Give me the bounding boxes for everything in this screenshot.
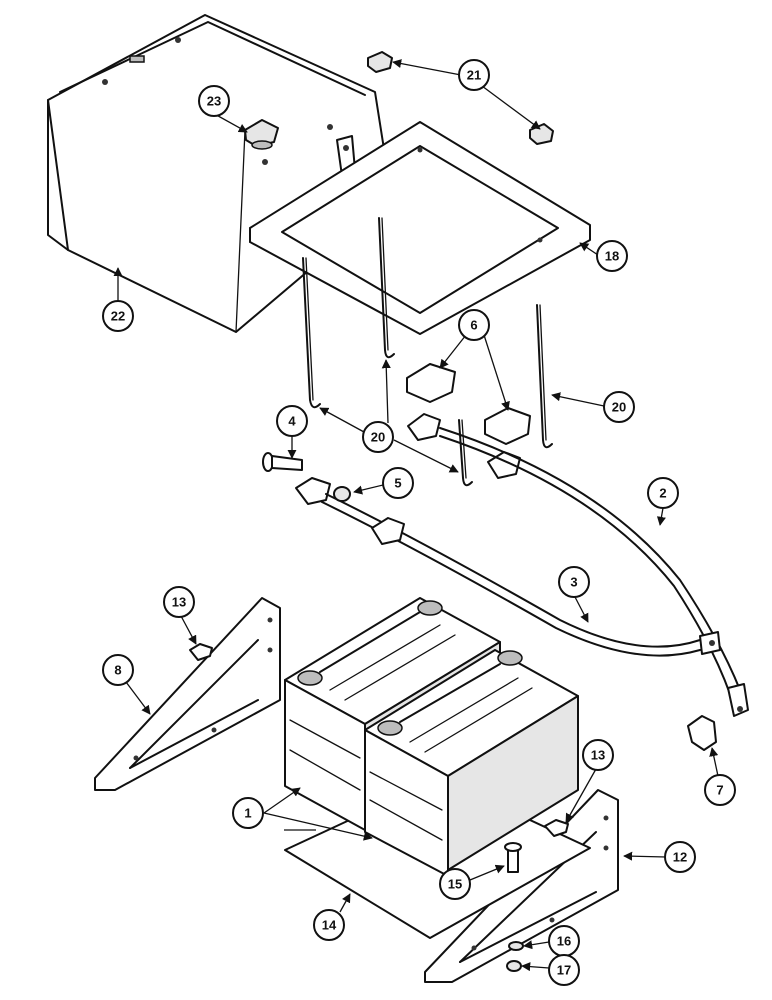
svg-text:17: 17 bbox=[557, 963, 571, 978]
callout-15: 15 bbox=[439, 868, 471, 900]
lock-washer-16 bbox=[508, 941, 524, 951]
svg-text:16: 16 bbox=[557, 934, 571, 949]
cap-screw-13a bbox=[189, 643, 213, 661]
svg-text:20: 20 bbox=[371, 430, 385, 445]
svg-text:8: 8 bbox=[114, 663, 121, 678]
callout-22: 22 bbox=[102, 300, 134, 332]
callout-2: 2 bbox=[647, 477, 679, 509]
svg-text:7: 7 bbox=[716, 783, 723, 798]
hold-down-frame bbox=[249, 121, 591, 335]
terminal-boots bbox=[406, 363, 531, 445]
cover-knob bbox=[244, 119, 279, 150]
battery-right bbox=[364, 649, 579, 877]
svg-text:20: 20 bbox=[612, 400, 626, 415]
callout-6: 6 bbox=[458, 309, 490, 341]
battery-cable bbox=[295, 477, 721, 657]
wing-nuts bbox=[367, 51, 554, 145]
svg-text:4: 4 bbox=[288, 414, 296, 429]
callout-7: 7 bbox=[704, 774, 736, 806]
callout-1: 1 bbox=[232, 797, 264, 829]
bolt-15 bbox=[504, 842, 522, 873]
terminal-bolt bbox=[262, 452, 303, 472]
callout-23: 23 bbox=[198, 85, 230, 117]
cap-screw-13b bbox=[544, 819, 569, 837]
callout-5: 5 bbox=[382, 467, 414, 499]
callout-4: 4 bbox=[276, 405, 308, 437]
svg-text:5: 5 bbox=[394, 476, 401, 491]
j-bolts bbox=[302, 217, 553, 487]
terminal-cover bbox=[687, 715, 717, 751]
nut-17 bbox=[506, 960, 522, 972]
callout-14: 14 bbox=[313, 909, 345, 941]
callout-3: 3 bbox=[558, 566, 590, 598]
svg-text:1: 1 bbox=[244, 806, 251, 821]
svg-text:13: 13 bbox=[172, 595, 186, 610]
callout-13-lower: 13 bbox=[582, 739, 614, 771]
callout-18: 18 bbox=[596, 240, 628, 272]
callout-21: 21 bbox=[458, 59, 490, 91]
svg-text:15: 15 bbox=[448, 877, 462, 892]
svg-text:18: 18 bbox=[605, 249, 619, 264]
battery-bracket-left bbox=[94, 597, 281, 791]
svg-text:12: 12 bbox=[673, 850, 687, 865]
terminal-nut bbox=[333, 486, 351, 502]
battery-cable-long bbox=[407, 413, 749, 717]
svg-text:22: 22 bbox=[111, 309, 125, 324]
svg-text:6: 6 bbox=[470, 318, 477, 333]
callout-16: 16 bbox=[548, 925, 580, 957]
svg-text:13: 13 bbox=[591, 748, 605, 763]
callout-13-upper: 13 bbox=[163, 586, 195, 618]
svg-text:21: 21 bbox=[467, 68, 481, 83]
svg-text:2: 2 bbox=[659, 486, 666, 501]
callout-17: 17 bbox=[548, 954, 580, 986]
callout-8: 8 bbox=[102, 654, 134, 686]
svg-text:3: 3 bbox=[570, 575, 577, 590]
callout-20-right: 20 bbox=[603, 391, 635, 423]
svg-text:23: 23 bbox=[207, 94, 221, 109]
callout-12: 12 bbox=[664, 841, 696, 873]
svg-text:14: 14 bbox=[322, 918, 337, 933]
callout-20-center: 20 bbox=[362, 421, 394, 453]
